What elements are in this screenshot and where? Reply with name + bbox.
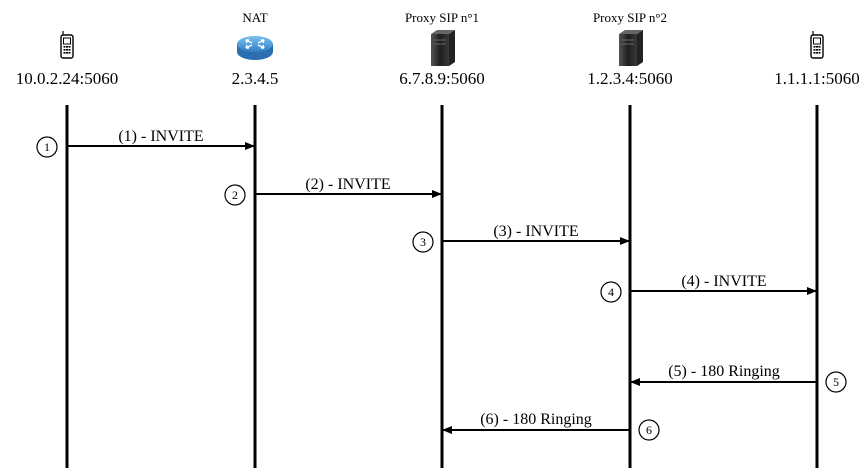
step-marker [600, 281, 622, 303]
step-number: 1 [44, 140, 50, 154]
participant-address: 2.3.4.5 [232, 69, 279, 88]
participant-proxy-2: Proxy SIP n°2 1.2.3.4:5060 [587, 10, 672, 88]
phone-icon [810, 31, 824, 59]
message-6-ringing: (6) - 180 Ringing 6 [442, 411, 660, 441]
participant-address: 10.0.2.24:5060 [16, 69, 118, 88]
step-number: 2 [232, 188, 238, 202]
lifelines [65, 105, 819, 468]
server-icon [619, 30, 643, 66]
participant-address: 1.2.3.4:5060 [587, 69, 672, 88]
message-label: (4) - INVITE [681, 273, 766, 290]
message-1-invite: (1) - INVITE 1 [36, 128, 255, 158]
phone-icon [60, 31, 74, 59]
router-icon [237, 36, 273, 60]
step-marker [825, 371, 847, 393]
participant-client: 10.0.2.24:5060 [16, 31, 118, 88]
participant-address: 1.1.1.1:5060 [774, 69, 859, 88]
message-2-invite: (2) - INVITE 2 [224, 176, 442, 206]
step-number: 5 [833, 375, 839, 389]
message-3-invite: (3) - INVITE 3 [412, 223, 630, 253]
step-number: 4 [608, 285, 614, 299]
message-label: (2) - INVITE [305, 176, 390, 193]
step-marker [412, 231, 434, 253]
participant-role: NAT [242, 10, 267, 25]
message-label: (1) - INVITE [118, 128, 203, 145]
message-label: (5) - 180 Ringing [668, 363, 780, 380]
step-marker [36, 136, 58, 158]
participant-role: Proxy SIP n°1 [405, 10, 479, 25]
message-5-ringing: (5) - 180 Ringing 5 [630, 363, 847, 393]
participant-nat: NAT 2.3.4.5 [232, 10, 279, 88]
step-marker [638, 419, 660, 441]
step-marker [224, 184, 246, 206]
participant-callee: 1.1.1.1:5060 [774, 31, 860, 88]
message-4-invite: (4) - INVITE 4 [600, 273, 817, 303]
participant-address: 6.7.8.9:5060 [399, 69, 484, 88]
message-label: (3) - INVITE [493, 223, 578, 240]
message-label: (6) - 180 Ringing [480, 411, 592, 428]
step-number: 3 [420, 235, 426, 249]
participant-proxy-1: Proxy SIP n°1 6.7.8.9:5060 [399, 10, 484, 88]
participant-role: Proxy SIP n°2 [593, 10, 667, 25]
step-number: 6 [646, 423, 652, 437]
messages: (1) - INVITE 1 (2) - INVITE 2 (3) - INVI… [36, 128, 847, 441]
server-icon [431, 30, 455, 66]
